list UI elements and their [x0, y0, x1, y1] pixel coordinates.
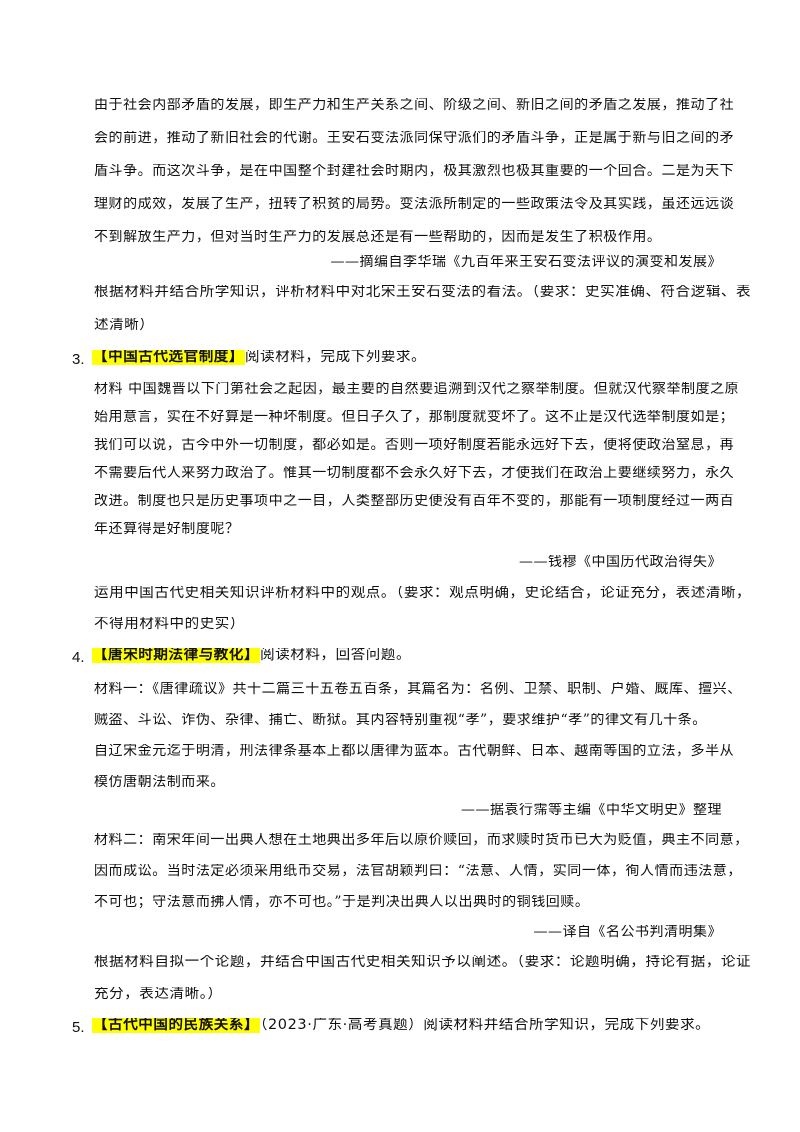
question-heading: 【中国古代选官制度】阅读材料，完成下列要求。 — [92, 350, 426, 365]
question-line: 根据材料自拟一个论题，并结合中国古代史相关知识予以阐述。（要求：论题明确，持论有… — [94, 955, 752, 970]
material-line: 理财的成效，发展了生产，扭转了积贫的局势。变法派所制定的一些政策法令及其实践，虽… — [94, 197, 735, 211]
material-source: ——摘编自李华瑞《九百年来王安石变法评议的演变和发展》 — [330, 255, 722, 269]
material-line: 会的前进，推动了新旧社会的代谢。王安石变法派同保守派们的矛盾斗争，正是属于新与旧… — [94, 131, 735, 145]
material-line: 材料一：《唐律疏议》共十二篇三十五卷五百条，其篇名为：名例、卫禁、职制、户婚、厩… — [94, 682, 742, 696]
material-line: 不需要后代人来努力政治了。惟其一切制度都不会永久好下去，才使我们在政治上要继续努… — [94, 466, 735, 480]
question-line: 不得用材料中的史实） — [94, 617, 245, 632]
material-line: 不可也；守法意而拂人情，亦不可也。”于是判决出典人以出典时的铜钱回赎。 — [94, 895, 590, 909]
material-line: 材料 中国魏晋以下门第社会之起因，最主要的自然要追溯到汉代之察举制度。但就汉代察… — [94, 382, 740, 396]
material-line: 材料二：南宋年间一出典人想在土地典出多年后以原价赎回，而求赎时货币已大为贬值，典… — [94, 833, 749, 847]
material-line: 我们可以说，古今中外一切制度，都必如是。否则一项好制度若能永远好下去，便将使政治… — [94, 438, 735, 452]
question-number: 5. — [72, 1019, 85, 1036]
topic-tag: 【中国古代选官制度】 — [92, 350, 245, 365]
question-heading: 【唐宋时期法律与教化】阅读材料，回答问题。 — [92, 648, 411, 663]
question-number: 3. — [72, 351, 85, 368]
material-line: 因而成讼。当时法定必须采用纸币交易，法官胡颖判曰：“法意、人情，实同一体，徇人情… — [94, 864, 742, 878]
question-number: 4. — [72, 649, 85, 666]
material-line: 年还算得是好制度呢？ — [94, 522, 240, 536]
material-source: ——译自《名公书判清明集》 — [533, 925, 722, 939]
topic-tag: 【唐宋时期法律与教化】 — [92, 648, 261, 663]
question-heading: 【古代中国的民族关系】（2023·广东·高考真题）阅读材料并结合所学知识，完成下… — [92, 1018, 710, 1033]
question-intro: 阅读材料，回答问题。 — [260, 648, 412, 663]
question-line: 根据材料并结合所学知识，评析材料中对北宋王安石变法的看法。（要求：史实准确、符合… — [94, 285, 752, 300]
question-intro: 阅读材料，完成下列要求。 — [245, 350, 427, 365]
topic-tag: 【古代中国的民族关系】 — [92, 1018, 261, 1033]
material-source: ——据袁行霈等主编《中华文明史》整理 — [461, 803, 722, 817]
question-intro: （2023·广东·高考真题）阅读材料并结合所学知识，完成下列要求。 — [260, 1018, 711, 1033]
question-line: 运用中国古代史相关知识评析材料中的观点。（要求：观点明确，史论结合，论证充分，表… — [94, 586, 752, 601]
material-line: 改进。制度也只是历史事项中之一目，人类整部历史便没有百年不变的，那能有一项制度经… — [94, 494, 735, 508]
material-line: 贼盗、斗讼、诈伪、杂律、捕亡、断狱。其内容特别重视“孝”，要求维护“孝”的律文有… — [94, 713, 707, 727]
material-source: ——钱穆《中国历代政治得失》 — [519, 555, 722, 569]
question-line: 述清晰） — [94, 318, 155, 333]
question-line: 充分，表达清晰。） — [94, 987, 223, 1002]
material-line: 始用意言，实在不好算是一种坏制度。但日子久了，那制度就变坏了。这不止是汉代选举制… — [94, 410, 735, 424]
material-line: 盾斗争。而这次斗争，是在中国整个封建社会时期内，极其激烈也极其重要的一个回合。二… — [94, 164, 735, 178]
material-line: 不到解放生产力，但对当时生产力的发展总还是有一些帮助的，因而是发生了积极作用。 — [94, 230, 662, 244]
material-line: 模仿唐朝法制而来。 — [94, 775, 225, 789]
material-line: 自辽宋金元迄于明清，刑法律条基本上都以唐律为蓝本。古代朝鲜、日本、越南等国的立法… — [94, 744, 735, 758]
material-line: 由于社会内部矛盾的发展，即生产力和生产关系之间、阶级之间、新旧之间的矛盾之发展，… — [94, 98, 735, 112]
